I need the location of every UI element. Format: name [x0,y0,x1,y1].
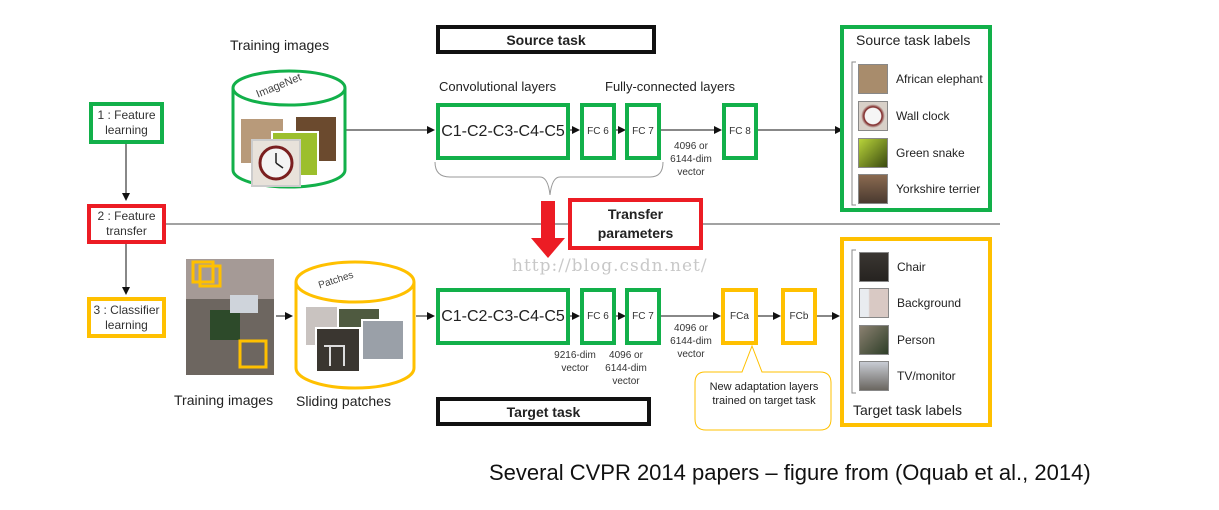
step-feature-transfer-label: 2 : Feature transfer [97,209,156,238]
green-snake-thumbnail [858,138,888,168]
step-classifier-learning-label: 3 : Classifier learning [93,302,160,332]
source-training-images-label: Training images [230,37,330,53]
patches-cylinder [294,260,416,390]
source-labels-bracket [851,61,856,206]
source-label-text: Green snake [896,146,965,160]
source-label-item: Yorkshire terrier [858,174,980,204]
step-feature-transfer: 2 : Feature transfer [87,204,166,244]
source-task-title: Source task [436,25,656,54]
source-label-text: Yorkshire terrier [896,182,981,196]
source-fc7-label: FC 7 [632,126,654,137]
source-fc7-output-dim: 4096 or 6144-dim vector [670,141,712,178]
step-feature-learning: 1 : Feature learning [89,102,164,144]
source-conv-block: C1-C2-C3-C4-C5 [436,103,570,160]
target-fcb-label: FCb [789,311,809,322]
target-fc7: FC 7 [625,288,661,345]
target-conv-block-label: C1-C2-C3-C4-C5 [441,307,565,325]
target-fcb: FCb [781,288,817,345]
chair-thumbnail [859,252,889,282]
elephant-thumbnail [858,64,888,94]
sliding-patches-label: Sliding patches [296,393,391,409]
target-fc7-output-dim: 4096 or 6144-dim vector [670,323,712,360]
imagenet-cylinder [231,69,347,189]
target-fc6-label: FC 6 [587,311,609,322]
target-label-text: Background [897,296,962,310]
yorkshire-terrier-thumbnail [858,174,888,204]
source-label-text: African elephant [896,72,983,86]
target-fc6: FC 6 [580,288,616,345]
source-label-item: Wall clock [858,101,950,131]
target-conv-output-dim: 9216-dim vector [554,350,596,374]
step-feature-learning-label: 1 : Feature learning [97,108,156,137]
source-label-item: African elephant [858,64,983,94]
target-fca: FCa [721,288,758,345]
source-task-title-text: Source task [506,31,586,48]
source-labels-title: Source task labels [856,32,971,48]
target-label-item: Background [859,288,961,318]
callout-text: New adaptation layers trained on target … [709,381,819,407]
training-scene-image [186,259,274,375]
target-fc7-label: FC 7 [632,311,654,322]
tv-monitor-thumbnail [859,361,889,391]
target-conv-block: C1-C2-C3-C4-C5 [436,288,570,345]
target-fca-label: FCa [730,311,749,322]
source-label-item: Green snake [858,138,965,168]
fc-layers-caption: Fully-connected layers [605,79,736,94]
target-label-text: TV/monitor [897,369,956,383]
target-label-text: Person [897,333,936,347]
target-label-item: Chair [859,252,926,282]
target-task-title-text: Target task [506,403,581,420]
target-labels-title: Target task labels [853,402,962,418]
source-fc6: FC 6 [580,103,616,160]
transfer-parameters-box: Transfer parameters [568,198,703,250]
figure-citation: Several CVPR 2014 papers – figure from (… [489,460,1091,485]
source-fc7: FC 7 [625,103,661,160]
target-task-title: Target task [436,397,651,426]
target-labels-bracket [851,249,856,394]
conv-layers-caption: Convolutional layers [439,79,557,94]
background-thumbnail [859,288,889,318]
source-layers-brace [434,161,664,196]
source-fc8-label: FC 8 [729,126,751,137]
target-label-item: TV/monitor [859,361,956,391]
wall-clock-thumbnail [858,101,888,131]
source-conv-block-label: C1-C2-C3-C4-C5 [441,122,565,140]
target-label-text: Chair [897,260,926,274]
source-fc8: FC 8 [722,103,758,160]
person-thumbnail [859,325,889,355]
target-fc6-output-dim: 4096 or 6144-dim vector [605,350,647,387]
target-training-images-label: Training images [174,392,274,408]
step-classifier-learning: 3 : Classifier learning [87,297,166,338]
transfer-parameters-label: Transfer parameters [597,206,674,241]
source-fc6-label: FC 6 [587,126,609,137]
target-labels-panel [840,237,992,427]
callout-bubble [694,344,832,431]
source-labels-panel [840,25,992,212]
watermark: http://blog.csdn.net/ [512,256,708,276]
source-label-text: Wall clock [896,109,950,123]
target-label-item: Person [859,325,935,355]
transfer-down-arrow [531,201,565,258]
